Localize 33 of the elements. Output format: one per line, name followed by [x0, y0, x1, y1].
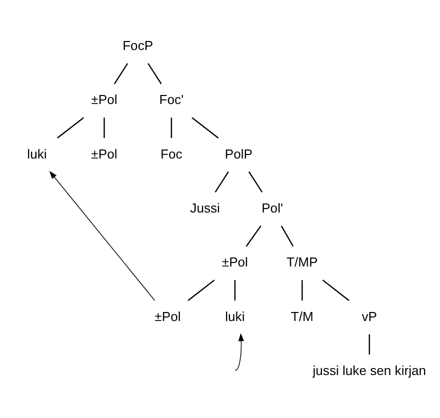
node-text: ±Pol [91, 92, 118, 108]
node-text: vP [362, 308, 378, 324]
connector [214, 171, 229, 193]
node-text: PolP [224, 146, 252, 162]
connector [368, 334, 370, 355]
connector [104, 118, 105, 138]
node-text: Foc [160, 146, 182, 162]
connector [170, 118, 172, 138]
arrow [49, 170, 156, 301]
node-text: ±Pol [222, 254, 248, 270]
node-text: FocP [122, 38, 154, 53]
connector [57, 117, 84, 139]
node-text: T/MP [286, 254, 318, 270]
connector [188, 280, 215, 301]
node-text: Pol' [262, 200, 283, 216]
node-text: luki [225, 308, 245, 324]
connector [114, 63, 128, 84]
connector [234, 280, 236, 300]
connector [322, 280, 350, 301]
node-text: ±Pol [154, 308, 181, 324]
connector [148, 63, 162, 84]
node-text: Foc' [159, 92, 184, 108]
node-text: ±Pol [91, 146, 118, 162]
node-text: Jussi [190, 200, 220, 216]
node-text: luki [27, 146, 47, 162]
node-text: jussi luke sen kirjan [312, 362, 426, 378]
connector [302, 280, 303, 300]
connector [248, 171, 263, 193]
connector [280, 226, 294, 247]
arrow [234, 333, 244, 371]
connector [192, 117, 219, 139]
node-text: T/M [290, 308, 314, 324]
connector [246, 226, 262, 247]
